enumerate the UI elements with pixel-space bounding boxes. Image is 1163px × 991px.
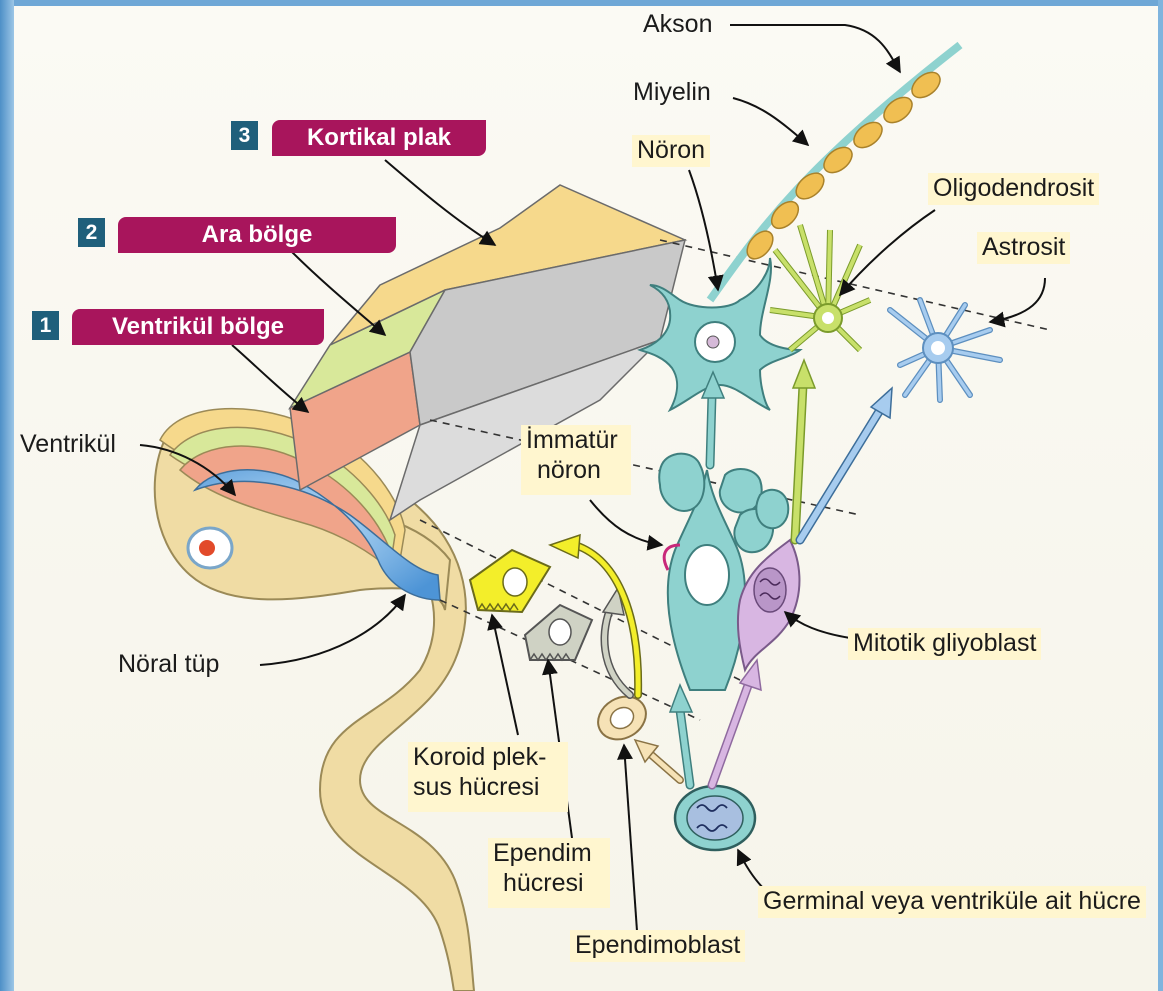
zone-2-tag-intermediate: Ara bölge <box>118 217 396 253</box>
label-germinal-hucre: Germinal veya ventriküle ait hücre <box>758 886 1146 918</box>
label-ependim-hucresi: Ependim hücresi <box>488 838 610 908</box>
zone-3-number: 3 <box>231 121 258 150</box>
label-immatur-noron: İmmatür nöron <box>521 425 631 495</box>
ependymal-cell <box>525 605 592 660</box>
zone-3-tag-cortical-plate: Kortikal plak <box>272 120 486 156</box>
ependymoblast-cell <box>590 688 653 748</box>
label-astrosit: Astrosit <box>977 232 1070 264</box>
astrocyte-cell <box>890 300 1000 400</box>
label-koroid-pleksus: Koroid plek- sus hücresi <box>408 742 568 812</box>
label-mitotik-gliyoblast: Mitotik gliyoblast <box>848 628 1041 660</box>
zone-1-number: 1 <box>32 311 59 340</box>
label-ependimoblast: Ependimoblast <box>570 930 745 962</box>
label-akson: Akson <box>643 10 712 40</box>
label-immatur-line1: İmmatür <box>526 426 626 456</box>
label-miyelin: Miyelin <box>633 78 711 108</box>
mitotic-glioblast-cell <box>738 540 800 670</box>
label-ventrikul: Ventrikül <box>20 430 116 460</box>
label-immatur-line2: nöron <box>526 456 626 486</box>
label-ependim-line2: hücresi <box>493 869 605 899</box>
label-noron: Nöron <box>632 135 710 167</box>
label-ependim-line1: Ependim <box>493 839 605 869</box>
germinal-cell <box>675 786 755 850</box>
zone-2-number: 2 <box>78 218 105 247</box>
label-oligodendrosit: Oligodendrosit <box>928 173 1099 205</box>
choroid-plexus-cell <box>470 550 550 612</box>
label-koroid-line1: Koroid plek- <box>413 743 563 773</box>
zone-1-tag-ventricular: Ventrikül bölge <box>72 309 324 345</box>
label-noral-tup: Nöral tüp <box>118 650 219 680</box>
label-koroid-line2: sus hücresi <box>413 773 563 803</box>
axon-with-myelin <box>710 45 960 300</box>
